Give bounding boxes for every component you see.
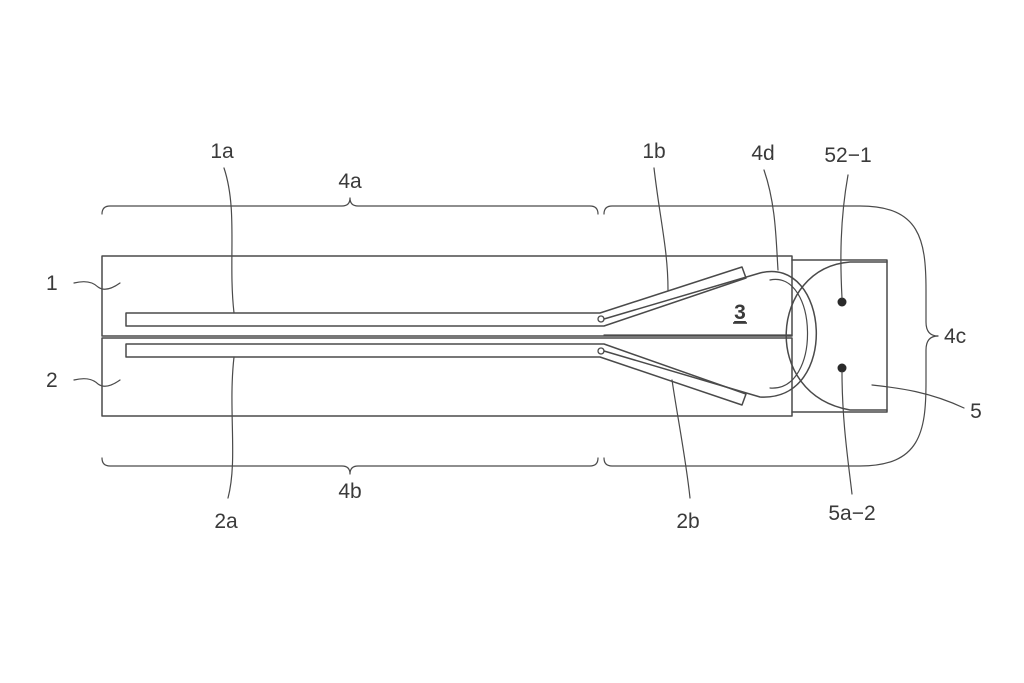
upper-plate-outline [101,255,793,337]
label-2: 2 [46,369,58,392]
housing-outline [791,259,888,413]
label-2a: 2a [214,510,238,533]
lower-hinge-point [597,347,605,355]
label-4a: 4a [338,170,362,193]
label-5a-2: 5a−2 [828,502,875,525]
leader-52-1 [840,174,849,299]
housing-inner-curve [785,261,888,411]
leader-1a [223,167,235,314]
loop-wire [603,270,817,398]
leader-4d [763,169,779,271]
label-1: 1 [46,272,58,295]
label-5: 5 [970,400,982,423]
lower-plate-outline [101,337,793,417]
upper-hinge-point [597,315,605,323]
brace-top-right [603,205,939,337]
label-1a: 1a [210,140,234,163]
contact-dot-52-1 [837,297,847,307]
leader-2a [227,356,235,499]
leader-5a-2 [841,371,853,495]
brace-bottom-right [603,335,939,467]
label-4d: 4d [751,142,774,165]
brace-4a [101,197,599,215]
label-3: 3 [734,301,746,324]
label-4c: 4c [944,325,966,348]
label-1b: 1b [642,140,665,163]
label-4b: 4b [338,480,361,503]
lower-strip [125,343,747,406]
brace-4b [101,457,599,475]
leader-2 [73,378,121,387]
label-52-1: 52−1 [824,144,871,167]
leader-2b [671,379,691,499]
label-2b: 2b [676,510,699,533]
leader-1b [653,167,669,291]
loop-wire-inner [769,279,809,389]
contact-dot-5a-2 [837,363,847,373]
upper-strip [125,266,747,327]
leader-1 [73,281,121,290]
leader-5 [871,384,965,409]
